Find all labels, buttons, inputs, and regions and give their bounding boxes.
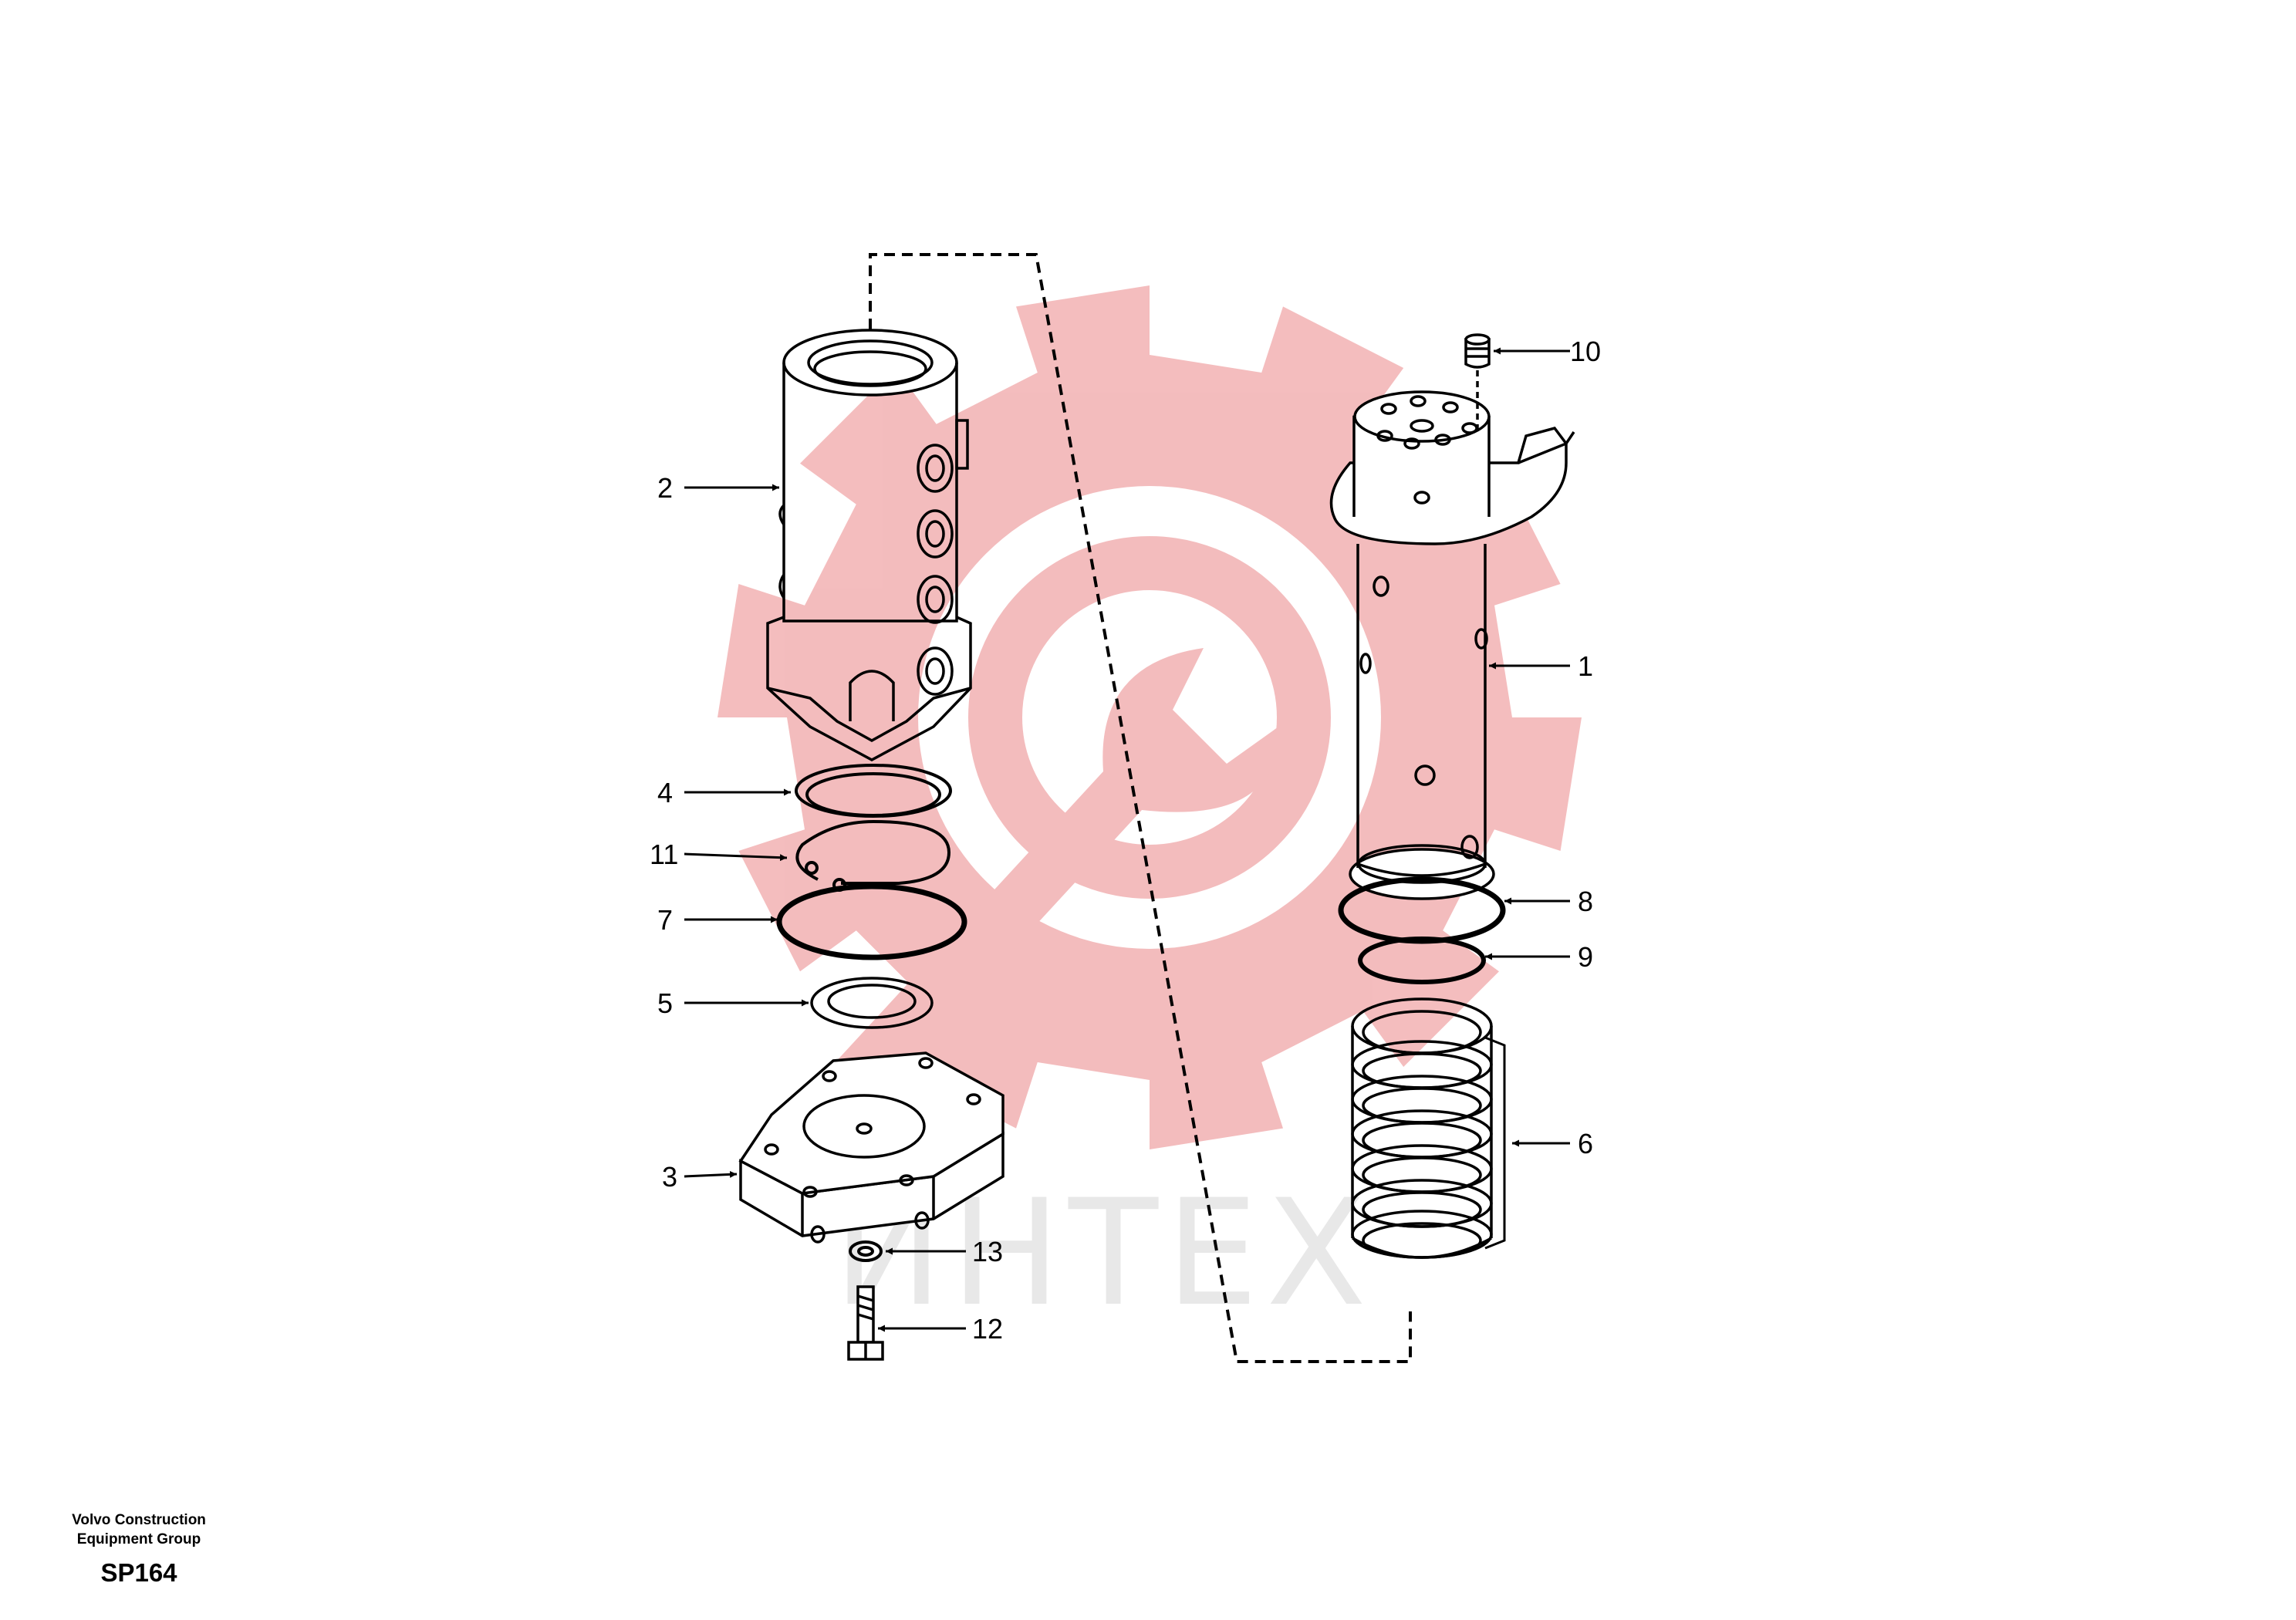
callout-7: 7: [657, 904, 673, 936]
callout-2: 2: [657, 472, 673, 504]
footer-company-line1: Volvo Construction: [72, 1512, 206, 1528]
seal-ring-inner: [1362, 1052, 1482, 1089]
part-13-washer: [849, 1240, 883, 1262]
part-12-bolt: [847, 1285, 884, 1361]
part-2-housing: [766, 329, 972, 761]
seal-ring-inner: [1362, 1222, 1482, 1259]
part-4-ring: [795, 764, 952, 818]
watermark-gear-ring: [968, 536, 1331, 899]
assembly-dashed-line: [869, 253, 1412, 1363]
callout-13: 13: [972, 1236, 1003, 1267]
seal-ring-inner: [1362, 1087, 1482, 1124]
callout-4: 4: [657, 777, 673, 808]
callout-leaders: [684, 347, 1570, 1332]
callout-8: 8: [1578, 886, 1593, 917]
footer-page-code: SP164: [100, 1558, 177, 1587]
seal-ring-inner: [1362, 1122, 1482, 1159]
part-6-seal-stack: [1351, 997, 1493, 1259]
bracket-6: [1484, 1036, 1506, 1250]
callout-11: 11: [650, 839, 678, 870]
callout-5: 5: [657, 987, 673, 1019]
callout-9: 9: [1578, 941, 1593, 973]
seal-ring-inner: [1362, 1191, 1482, 1228]
leader-3: [684, 1170, 738, 1178]
watermark-wrench: [833, 648, 1281, 1103]
seal-stack-bottom: [1352, 1237, 1492, 1259]
callout-labels: 1 2 3 4 5 6 7 8 9 10 11 12 13: [650, 336, 1601, 1345]
footer-block: Volvo Construction Equipment Group SP164: [46, 1510, 231, 1588]
callout-1: 1: [1578, 650, 1593, 682]
part-9-ring: [1358, 937, 1486, 984]
callout-10: 10: [1570, 336, 1601, 367]
part-5-washer: [810, 977, 934, 1029]
seal-stack-sides: [1351, 1026, 1493, 1238]
part-7-o-ring: [776, 883, 967, 960]
callout-3: 3: [662, 1161, 677, 1193]
part-10-plug: [1464, 333, 1491, 432]
part-3-cover-plate: [738, 1051, 1004, 1244]
part-1-shaft: [1329, 390, 1575, 900]
footer-company-line2: Equipment Group: [76, 1531, 201, 1547]
callout-6: 6: [1578, 1128, 1593, 1159]
seal-ring-inner: [1362, 1156, 1482, 1193]
callout-12: 12: [972, 1313, 1003, 1345]
leader-11: [684, 852, 788, 862]
